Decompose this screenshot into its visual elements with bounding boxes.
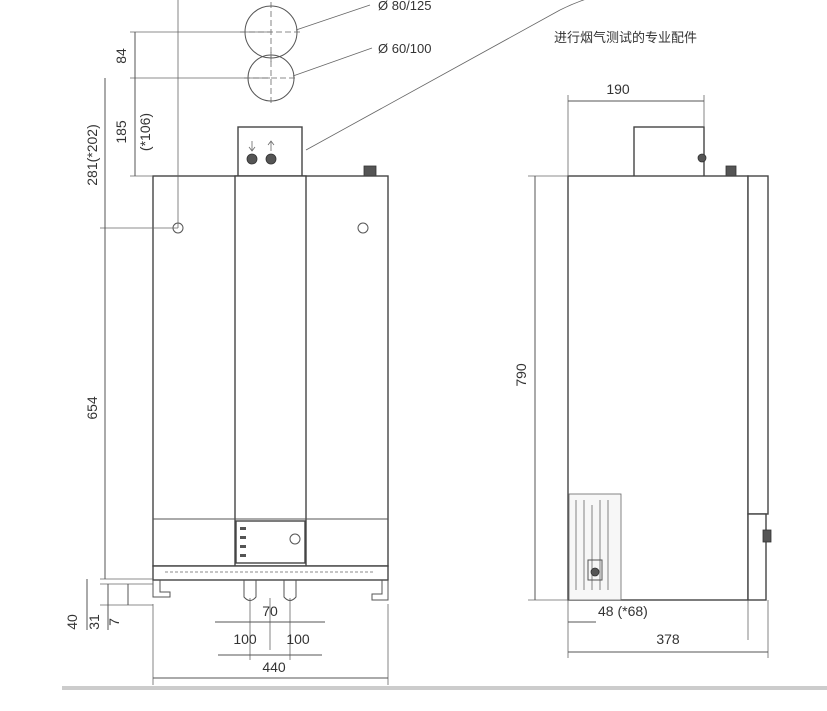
control-panel [235,520,306,564]
power-knob [289,533,301,545]
side-view: 190 790 48 (*68) 378 [513,81,772,658]
dim-7: 7 [106,618,122,626]
dim-106: (*106) [137,113,153,151]
pipe-small-label: Ø 60/100 [378,41,432,56]
dim-654: 654 [84,396,100,420]
dim-100-right: 100 [286,631,310,647]
pipe-large-label: Ø 80/125 [378,0,432,13]
mount-hole-right [357,222,369,234]
pipe-fitting-left [243,580,257,601]
internal-piping [568,493,622,601]
flue-adapter [237,126,303,178]
bottom-divider [62,686,827,690]
dim-185: 185 [113,120,129,144]
front-view: Ø 80/125 Ø 60/100 [64,0,585,685]
pipe-fitting-right [283,580,297,601]
dim-40: 40 [64,614,80,630]
side-flue-adapter [633,126,705,178]
bottom-frame [152,565,389,581]
leader-pipe-small [292,47,373,77]
flue-test-note: 进行烟气测试的专业配件 [554,30,697,45]
leader-pipe-large [295,4,371,31]
test-port-right [265,153,277,165]
dim-281: 281(*202) [84,124,100,186]
dim-48: 48 (*68) [598,603,648,619]
dim-100-left: 100 [233,631,257,647]
leader-flue-note [305,9,561,151]
test-port-left [246,153,258,165]
side-wall-bracket [747,175,769,515]
dim-790: 790 [513,363,529,387]
dim-190: 190 [606,81,630,97]
dim-31: 31 [86,614,102,630]
dim-84: 84 [113,48,129,64]
dim-440: 440 [262,659,286,675]
dim-70: 70 [262,603,278,619]
dim-378: 378 [656,631,680,647]
front-panel [234,175,307,567]
